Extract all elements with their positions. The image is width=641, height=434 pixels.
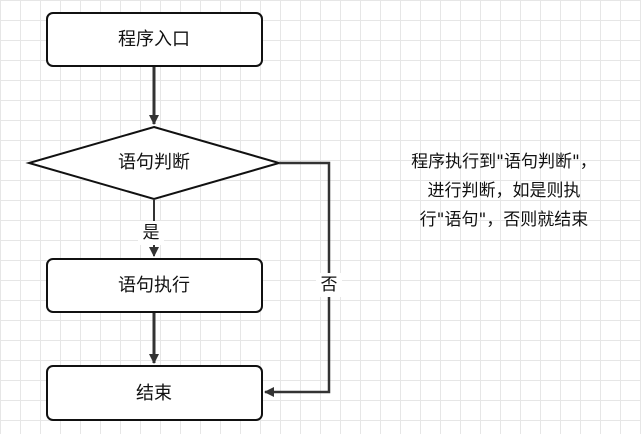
node-end-label: 结束 [136, 383, 172, 404]
node-end: 结束 [46, 365, 263, 421]
node-statement-decision: 语句判断 [25, 125, 283, 201]
edge-label-yes: 是 [143, 223, 160, 243]
node-statement-execution-label: 语句执行 [118, 275, 190, 296]
node-statement-decision-label: 语句判断 [118, 152, 190, 173]
annotation-line-3: 行"语句"，否则就结束 [419, 210, 589, 230]
edge-label-no: 否 [321, 275, 338, 295]
annotation-line-2: 进行判断，如是则执 [427, 181, 581, 201]
node-statement-execution: 语句执行 [46, 258, 263, 313]
annotation-note: 程序执行到"语句判断"， 进行判断，如是则执 行"语句"，否则就结束 [378, 148, 630, 235]
node-program-entry-label: 程序入口 [118, 29, 190, 50]
node-program-entry: 程序入口 [46, 12, 263, 67]
annotation-line-1: 程序执行到"语句判断"， [411, 152, 597, 172]
